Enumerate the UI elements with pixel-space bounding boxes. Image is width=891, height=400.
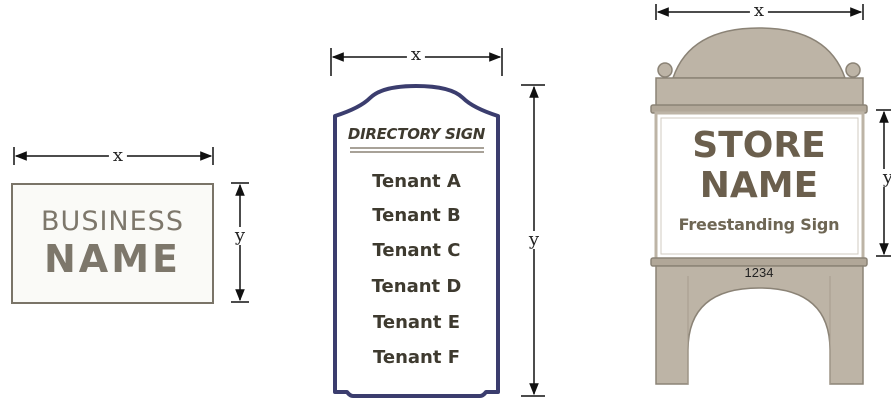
store-finial-left bbox=[657, 62, 673, 78]
store-height-label: y bbox=[882, 169, 891, 187]
business-width-label: x bbox=[108, 147, 128, 165]
directory-sign-title: DIRECTORY SIGN bbox=[347, 125, 486, 143]
store-sign-subtitle: Freestanding Sign bbox=[678, 215, 840, 234]
store-face-inner-border bbox=[660, 117, 859, 255]
business-sign: BUSINESS NAME bbox=[11, 183, 214, 304]
store-dome bbox=[671, 27, 847, 79]
store-sign-line2: NAME bbox=[699, 165, 819, 206]
store-sign-structure bbox=[650, 27, 868, 385]
directory-sign-panel bbox=[333, 84, 500, 398]
store-face-panel bbox=[654, 111, 865, 261]
store-address-number: 1234 bbox=[744, 265, 774, 280]
store-sign-line1: STORE bbox=[692, 125, 826, 166]
directory-tenant-b: Tenant B bbox=[372, 205, 461, 226]
directory-tenant-f: Tenant F bbox=[372, 347, 461, 368]
directory-width-label: x bbox=[406, 46, 426, 64]
business-height-label: y bbox=[230, 227, 250, 245]
directory-height-label: y bbox=[524, 231, 544, 249]
store-arched-base bbox=[655, 265, 864, 385]
business-sign-line1: BUSINESS bbox=[41, 206, 184, 237]
directory-tenant-e: Tenant E bbox=[372, 312, 461, 333]
store-finial-right bbox=[845, 62, 861, 78]
business-sign-line2: NAME bbox=[44, 237, 181, 281]
directory-tenant-a: Tenant A bbox=[372, 171, 461, 192]
store-top-band bbox=[655, 77, 864, 107]
store-width-label: x bbox=[749, 2, 769, 20]
directory-tenant-d: Tenant D bbox=[371, 276, 462, 297]
directory-tenant-c: Tenant C bbox=[372, 240, 461, 261]
